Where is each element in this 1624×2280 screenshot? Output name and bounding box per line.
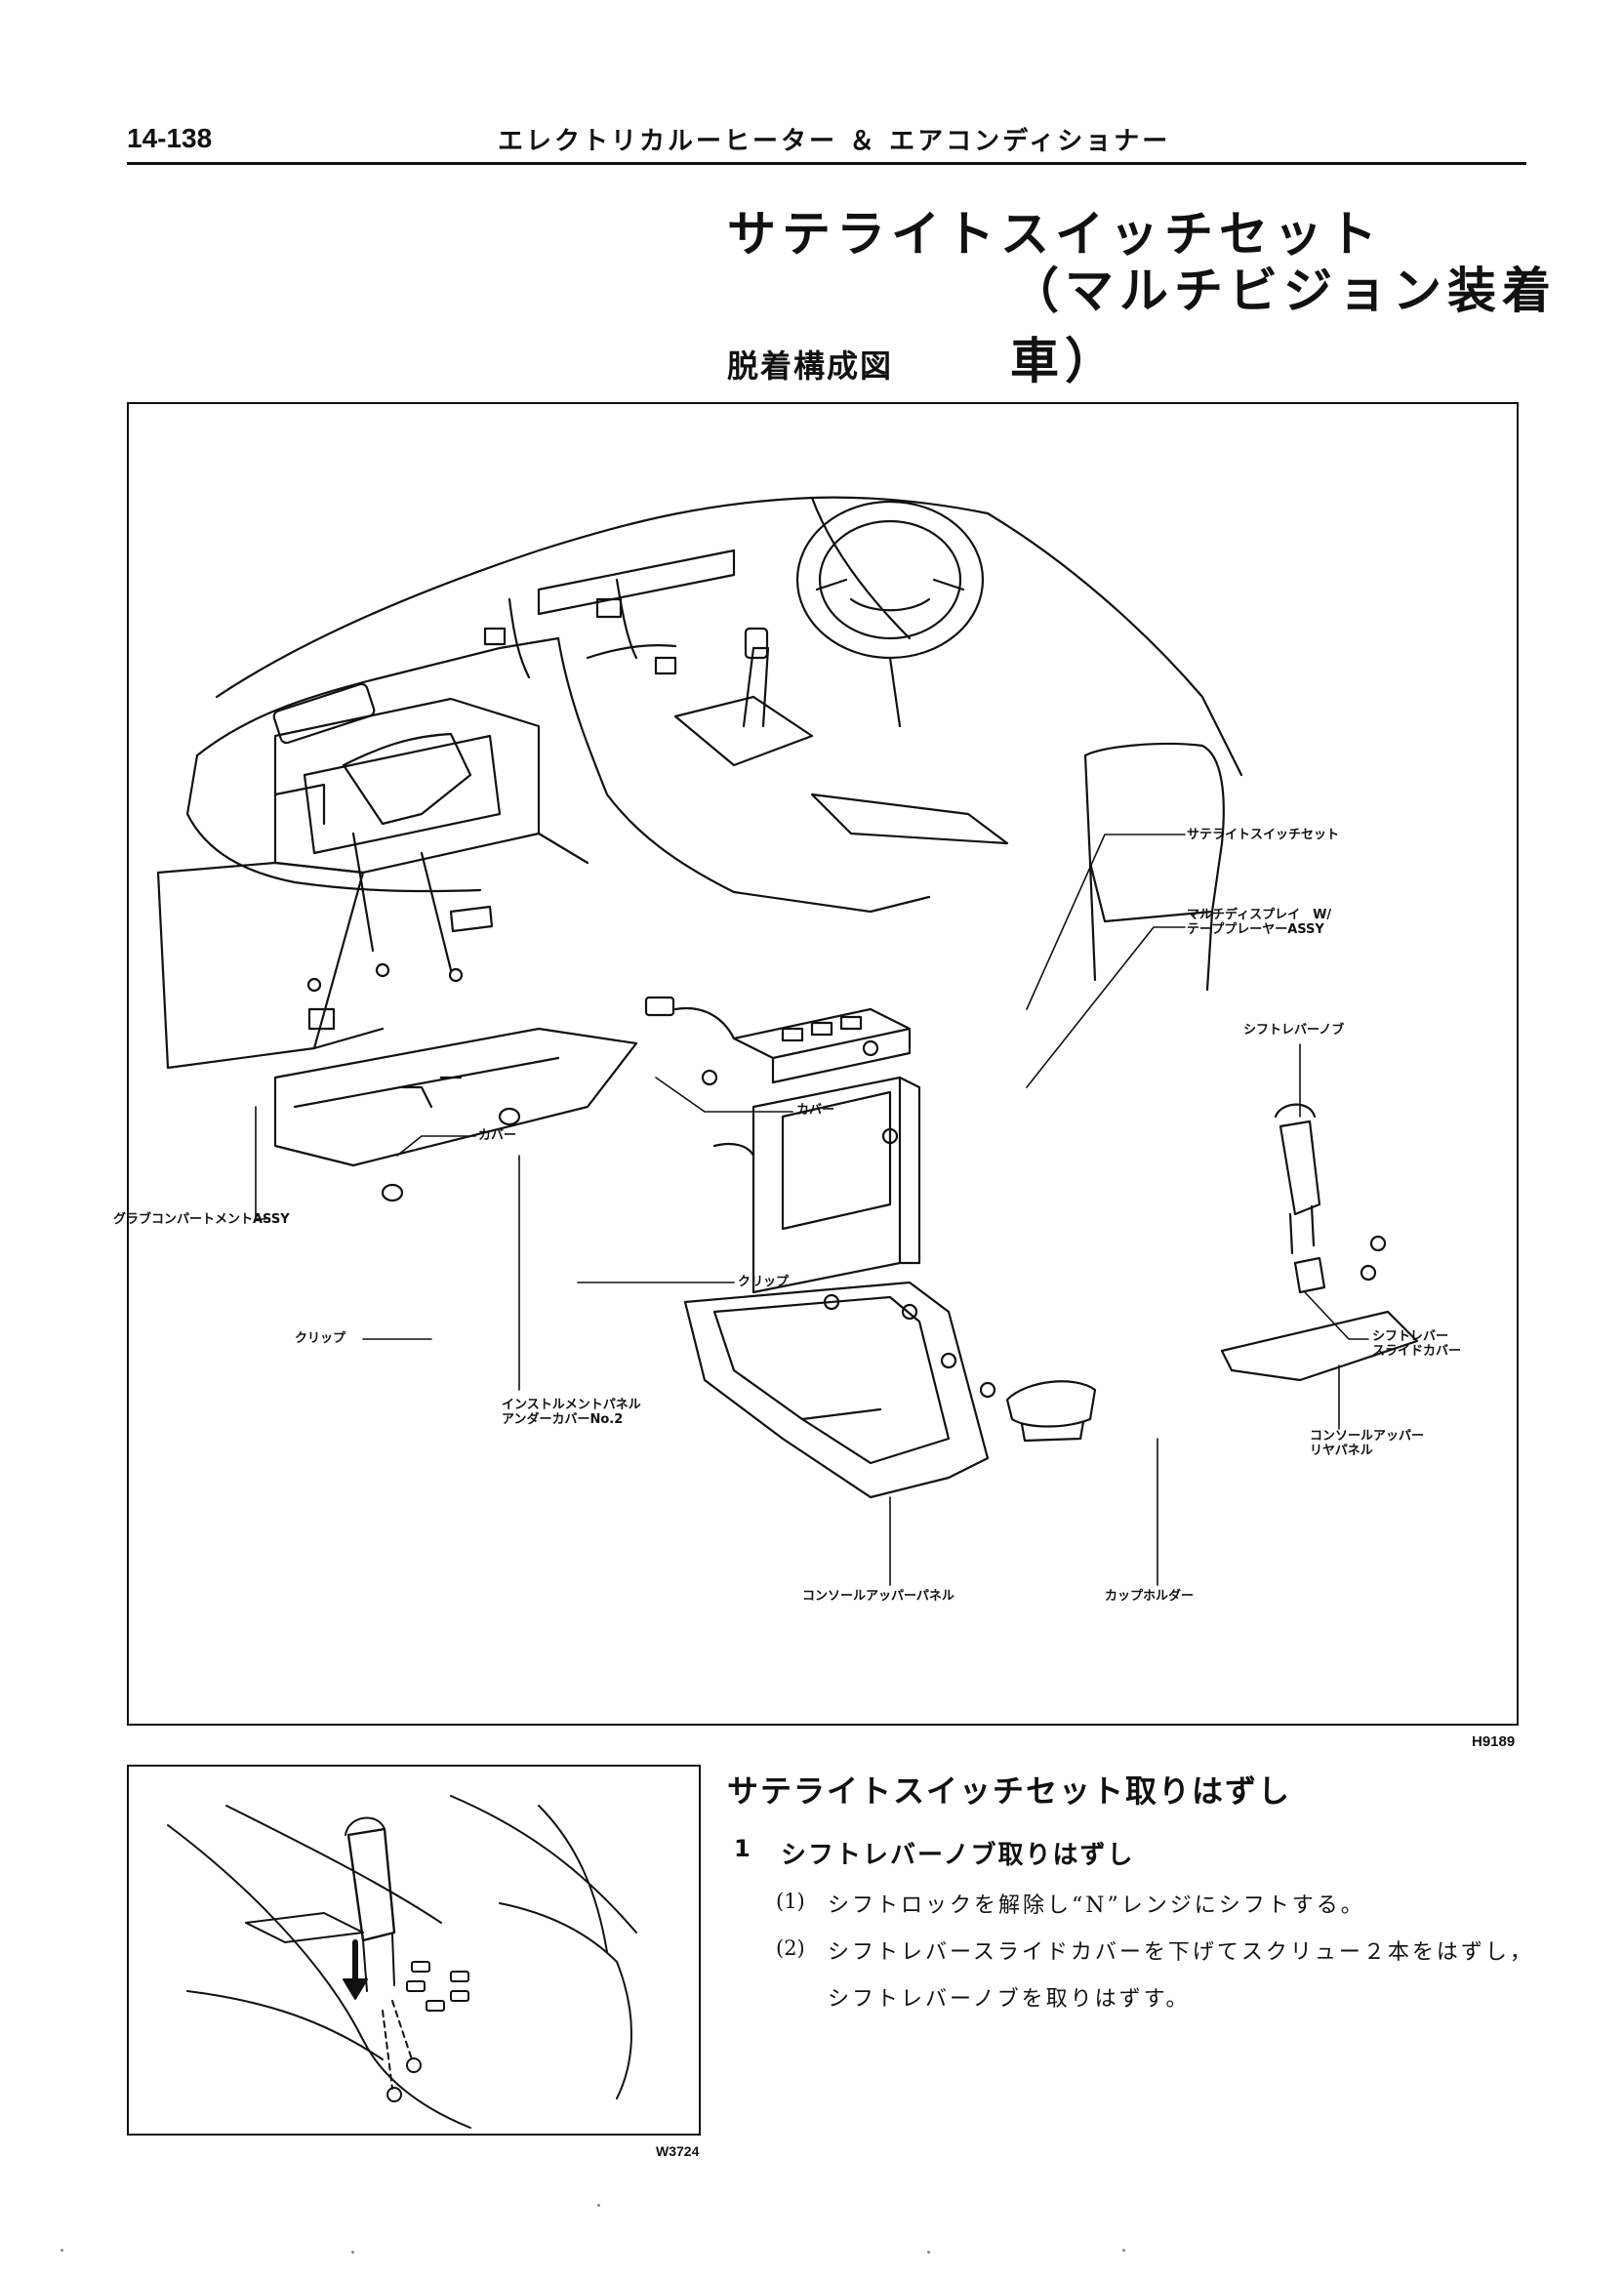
scan-speck	[597, 2204, 600, 2207]
scan-speck	[351, 2251, 354, 2254]
label-shift-lever-slide-cover: シフトレバー スライドカバー	[1372, 1329, 1462, 1359]
substep-number: (1)	[776, 1890, 805, 1913]
exploded-view-figure: サテライトスイッチセット マルチディスプレイ W/ テーププレーヤーASSY シ…	[113, 402, 1519, 1726]
page-subtitle: （マルチビジョン装着車）	[1010, 263, 1557, 389]
label-cup-holder: カップホルダー	[1105, 1589, 1195, 1604]
leader-lines	[255, 834, 1369, 1586]
label-cover-right: カバー	[796, 1103, 835, 1118]
section-heading: 脱着構成図	[727, 347, 894, 385]
under-cover-drawing	[273, 1027, 638, 1202]
substep-text: シフトロックを解除し“N”レンジにシフトする。	[828, 1893, 1365, 1918]
label-clip-right: クリップ	[738, 1275, 790, 1289]
substep-text: シフトレバースライドカバーを下げてスクリュー２本をはずし，	[828, 1940, 1534, 1965]
label-cover-left: カバー	[478, 1128, 517, 1143]
shift-knob-drawing	[1220, 1103, 1419, 1382]
substep-number: (2)	[776, 1936, 805, 1960]
step-number: 1	[734, 1835, 751, 1862]
label-console-upper-panel: コンソールアッパーパネル	[802, 1589, 954, 1604]
scan-speck	[61, 2249, 63, 2252]
page-title: サテライトスイッチセット	[727, 206, 1383, 263]
label-instrument-panel-under-cover: インストルメントパネル アンダーカバーNo.2	[502, 1398, 641, 1427]
shift-knob-removal-figure	[127, 1765, 701, 2136]
substep-text-continued: シフトレバーノブを取りはずす。	[828, 1987, 1191, 2012]
satellite-switch-drawing	[644, 996, 912, 1086]
page-number: 14-138	[127, 123, 213, 153]
header-rule	[127, 162, 1526, 165]
label-satellite-switch-set: サテライトスイッチセット	[1187, 828, 1340, 842]
step-title: シフトレバーノブ取りはずし	[781, 1841, 1135, 1870]
glove-compartment-drawing	[156, 697, 589, 1070]
scan-speck	[927, 2251, 930, 2254]
label-glove-compartment: グラブコンパートメントASSY	[113, 1212, 290, 1227]
dashboard-drawing	[185, 496, 1243, 992]
scan-speck	[1122, 2249, 1125, 2252]
running-header: エレクトリカルーヒーター ＆ エアコンディショナー	[498, 127, 1171, 156]
label-shift-lever-knob: シフトレバーノブ	[1243, 1023, 1345, 1038]
figure-code: H9189	[1472, 1733, 1516, 1750]
label-console-upper-rear-panel: コンソールアッパー リヤパネル	[1310, 1429, 1425, 1458]
procedure-heading: サテライトスイッチセット取りはずし	[727, 1772, 1292, 1810]
label-clip-left: クリップ	[295, 1331, 346, 1346]
figure-code-small: W3724	[656, 2143, 700, 2159]
console-panel-drawing	[683, 1281, 1097, 1499]
label-multi-display: マルチディスプレイ W/ テーププレーヤーASSY	[1187, 908, 1332, 937]
multi-display-drawing	[712, 1039, 921, 1311]
